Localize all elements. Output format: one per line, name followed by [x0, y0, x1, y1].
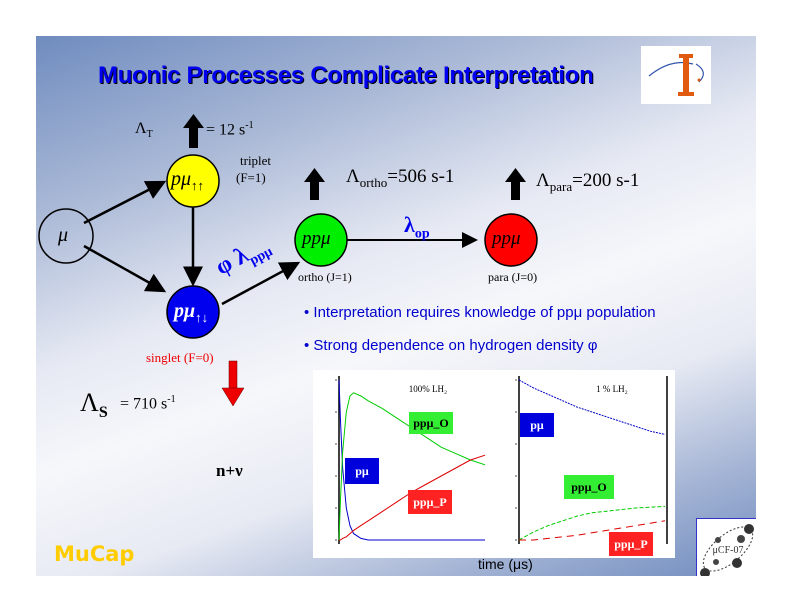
population-charts: 100% LH₂ 1 % LH₂ — [335, 376, 668, 544]
singlet-node — [166, 285, 220, 339]
singlet-spin-sub: ↑↓ — [195, 310, 209, 325]
arrow-mu-to-triplet — [83, 180, 167, 225]
triplet-spin-sub: ↑↑ — [191, 178, 205, 193]
decay-arrow-triplet — [183, 114, 204, 148]
chart-0-series-1 — [338, 392, 486, 541]
legend-ortho-1: ppμ_O — [564, 475, 614, 499]
para-node-label: ppμ — [492, 228, 521, 249]
arrow-mu-to-singlet — [83, 244, 167, 293]
lambda-para-value: =200 s-1 — [572, 170, 640, 191]
singlet-node-text: pμ — [174, 300, 196, 322]
lambda-para-sub: para — [549, 178, 573, 194]
chart-0-title: 100% LH₂ — [409, 384, 447, 394]
lambda-t-symbol: ΛT — [135, 120, 153, 140]
chart-1-series-1 — [518, 505, 666, 541]
lambda-t-text: Λ — [135, 120, 147, 137]
muon-node-label: μ — [58, 224, 69, 246]
arrow-singlet-to-ortho — [221, 261, 301, 306]
singlet-node-label: pμ↑↓ — [174, 300, 208, 326]
lambda-s-symbol: ΛS — [80, 388, 108, 422]
capture-product: n+ν — [216, 461, 243, 480]
legend-pmu-1: pμ — [520, 413, 554, 437]
decay-arrow-para — [505, 168, 526, 200]
triplet-node-text: pμ — [171, 168, 192, 190]
conference-logo-text: μCF-07 — [713, 545, 744, 556]
lambda-ortho-text: Λ — [346, 166, 360, 187]
op-rate-sub: op — [414, 226, 430, 242]
lambda-ortho-sub: ortho — [359, 174, 388, 190]
slide-title: Muonic Processes Complicate Interpretati… — [98, 62, 594, 89]
lambda-para-text: Λ — [536, 170, 550, 191]
legend-pmu-100: pμ — [345, 458, 379, 484]
chart-0-series-0 — [338, 379, 485, 541]
chart-0-series-2 — [339, 454, 486, 541]
singlet-label: singlet (F=0) — [146, 350, 214, 365]
legend-ortho-100: ppμ_O — [409, 412, 453, 434]
capture-arrow-singlet — [221, 360, 245, 407]
process-diagram-arrows — [38, 114, 538, 407]
op-rate-text: λ — [404, 212, 415, 237]
lambda-t-exp: -1 — [245, 120, 254, 131]
chart-1-series-2 — [519, 520, 666, 541]
x-axis-label: time (μs) — [478, 556, 533, 572]
chart-1-series-0 — [518, 379, 666, 435]
lambda-s-value-text: = 710 s — [120, 395, 168, 413]
slide: Muonic Processes Complicate Interpretati… — [36, 36, 756, 576]
lambda-s-value: = 710 s-1 — [120, 394, 176, 413]
lambda-ortho: Λortho=506 s-1 — [346, 166, 454, 191]
institution-logo — [641, 46, 711, 104]
para-node — [484, 213, 538, 267]
op-rate-label: λop — [404, 212, 430, 242]
chart-1-title: 1 % LH₂ — [596, 384, 628, 394]
lambda-s-text: Λ — [80, 388, 99, 417]
bullet-2: • Strong dependence on hydrogen density … — [304, 337, 598, 354]
molecule-logo-icon: μCF-07 — [700, 524, 754, 576]
lambda-s-exp: -1 — [167, 394, 176, 405]
legend-para-1: ppμ_P — [609, 532, 653, 556]
triplet-f-label: (F=1) — [236, 170, 266, 185]
letter-i-logo-icon — [648, 54, 704, 96]
triplet-node — [166, 154, 220, 208]
legend-para-100: ppμ_P — [408, 490, 452, 514]
para-label: para (J=0) — [488, 270, 538, 284]
lambda-t-value: = 12 s-1 — [206, 120, 254, 139]
lambda-para: Λpara=200 s-1 — [536, 170, 639, 195]
lambda-s-sub: S — [98, 404, 108, 422]
muon-node — [38, 208, 94, 264]
triplet-label: triplet — [240, 153, 272, 168]
conference-logo: μCF-07 — [696, 518, 756, 576]
ortho-label: ortho (J=1) — [298, 270, 352, 284]
ortho-node — [294, 213, 348, 267]
mucap-logo: MuCap — [54, 542, 135, 566]
lambda-ortho-value: =506 s-1 — [387, 166, 455, 187]
lambda-t-value-text: = 12 s — [206, 121, 246, 139]
decay-arrow-ortho — [304, 168, 325, 200]
lambda-t-sub: T — [146, 129, 153, 141]
triplet-node-label: pμ↑↑ — [171, 168, 204, 194]
ortho-node-label: ppμ — [302, 228, 331, 249]
bullet-1: • Interpretation requires knowledge of p… — [304, 304, 656, 321]
